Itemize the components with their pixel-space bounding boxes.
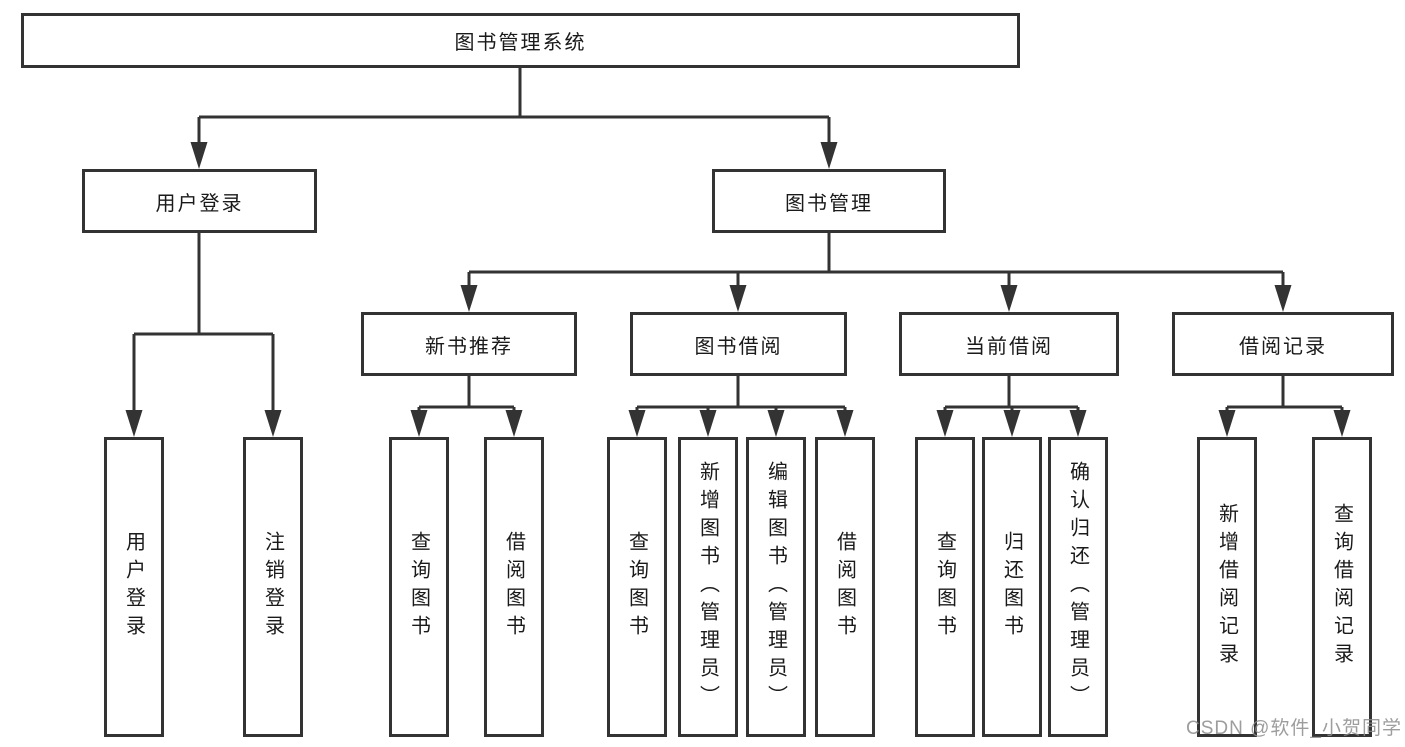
leaf-borrow-query-book: 查询图书 (607, 437, 667, 737)
arrowhead-icon (1274, 285, 1292, 312)
arrowhead-icon (836, 410, 854, 437)
arrowhead-icon (1069, 410, 1087, 437)
leaf-records-query-record: 查询借阅记录 (1312, 437, 1372, 737)
arrowhead-icon (767, 410, 785, 437)
node-user-login-module: 用户登录 (82, 169, 317, 233)
node-current-borrowing: 当前借阅 (899, 312, 1119, 376)
node-book-borrowing: 图书借阅 (630, 312, 847, 376)
node-new-book-recommend: 新书推荐 (361, 312, 577, 376)
arrowhead-icon (936, 410, 954, 437)
arrowhead-icon (1333, 410, 1351, 437)
leaf-current-return-book: 归还图书 (982, 437, 1042, 737)
arrowhead-icon (190, 142, 208, 169)
leaf-borrow-add-book-admin: 新增图书（管理员） (678, 437, 738, 737)
node-borrowing-records: 借阅记录 (1172, 312, 1394, 376)
arrowhead-icon (729, 285, 747, 312)
leaf-current-query-book: 查询图书 (915, 437, 975, 737)
leaf-borrow-borrow-book: 借阅图书 (815, 437, 875, 737)
csdn-watermark: CSDN @软件_小贺同学 (1186, 718, 1402, 739)
leaf-logout: 注销登录 (243, 437, 303, 737)
arrowhead-icon (460, 285, 478, 312)
node-book-management-module: 图书管理 (712, 169, 946, 233)
arrowhead-icon (264, 410, 282, 437)
arrowhead-icon (1218, 410, 1236, 437)
leaf-user-login: 用户登录 (104, 437, 164, 737)
leaf-recommend-query-book: 查询图书 (389, 437, 449, 737)
arrowhead-icon (505, 410, 523, 437)
leaf-records-add-record: 新增借阅记录 (1197, 437, 1257, 737)
arrowhead-icon (1000, 285, 1018, 312)
leaf-recommend-borrow-book: 借阅图书 (484, 437, 544, 737)
arrowhead-icon (125, 410, 143, 437)
arrowhead-icon (699, 410, 717, 437)
arrowhead-icon (410, 410, 428, 437)
arrowhead-icon (628, 410, 646, 437)
arrowhead-icon (1003, 410, 1021, 437)
leaf-current-confirm-return-admin: 确认归还（管理员） (1048, 437, 1108, 737)
arrowhead-icon (820, 142, 838, 169)
leaf-borrow-edit-book-admin: 编辑图书（管理员） (746, 437, 806, 737)
node-library-management-system: 图书管理系统 (21, 13, 1020, 68)
